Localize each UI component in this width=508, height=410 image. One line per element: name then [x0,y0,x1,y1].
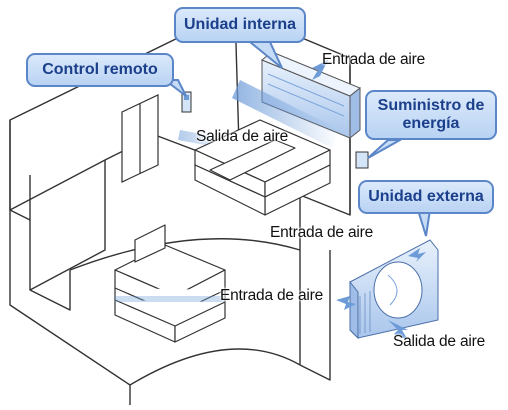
indoor-air-inlet-label: Entrada de aire [322,51,425,68]
outdoor-inlet-arrows [336,248,426,310]
indoor-unit-callout-text: Unidad interna [183,16,296,33]
outdoor-air-inlet-label: Entrada de aire [220,287,323,304]
window [121,94,159,183]
armchair-airflow [115,296,225,302]
armchair [114,224,226,343]
power-supply-callout-line1: Suministro de [377,97,485,114]
indoor-inlet-arrow [312,60,328,80]
outdoor-unit [349,239,439,340]
room-air-inlet-label: Entrada de aire [270,224,373,241]
outdoor-outlet-arrow [388,320,408,340]
power-supply-callout: Suministro de energía [365,90,497,140]
indoor-air-outlet-label: Salida de aire [196,128,288,145]
outdoor-air-outlet-label: Salida de aire [393,333,485,350]
remote-control-callout: Control remoto [26,53,174,87]
power-supply-callout-line2: energía [402,115,460,132]
outdoor-unit-callout: Unidad externa [358,180,494,214]
remote-control [181,91,192,113]
callout-leaders [162,41,432,237]
remote-control-callout-text: Control remoto [42,61,158,78]
sofa [194,119,331,216]
outdoor-unit-callout-text: Unidad externa [368,188,484,205]
power-outlet [355,151,369,169]
indoor-unit [261,51,361,140]
indoor-unit-callout: Unidad interna [174,7,306,43]
